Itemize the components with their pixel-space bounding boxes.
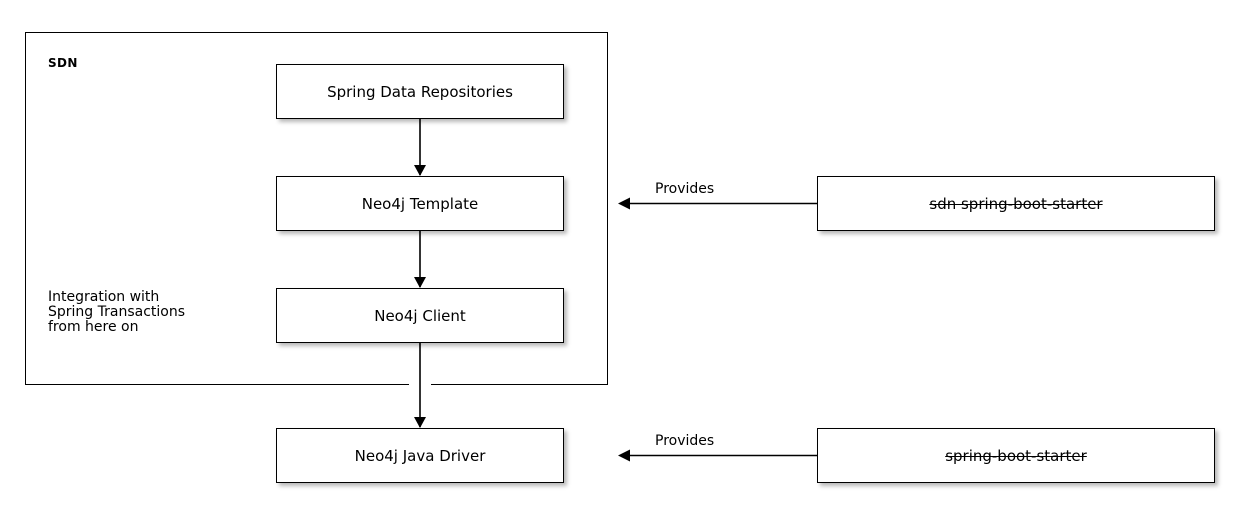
node-spring-boot-starter[interactable]: spring-boot-starter — [817, 428, 1215, 483]
arrowhead-client-to-driver — [414, 417, 426, 428]
node-label-neo4j-client: Neo4j Client — [374, 306, 466, 325]
node-spring-data-repositories[interactable]: Spring Data Repositories — [276, 64, 564, 119]
sdn-boundary-arrow-gap — [409, 382, 431, 388]
sdn-package-boundary — [25, 32, 608, 385]
sdn-package-label: SDN — [48, 56, 78, 70]
node-label-sdn-spring-boot-starter: sdn spring-boot-starter — [929, 194, 1103, 213]
edge-label-sdn-starter-provides-template: Provides — [655, 181, 715, 197]
node-label-neo4j-java-driver: Neo4j Java Driver — [354, 446, 486, 465]
node-neo4j-client[interactable]: Neo4j Client — [276, 288, 564, 343]
node-neo4j-template[interactable]: Neo4j Template — [276, 176, 564, 231]
integration-note-text: Integration with Spring Transactions fro… — [48, 289, 186, 335]
edge-label-starter-provides-driver: Provides — [655, 433, 715, 449]
node-label-spring-boot-starter: spring-boot-starter — [945, 446, 1087, 465]
node-neo4j-java-driver[interactable]: Neo4j Java Driver — [276, 428, 564, 483]
arrowhead-sdn-starter-provides-template — [618, 197, 630, 210]
node-label-neo4j-template: Neo4j Template — [361, 194, 479, 213]
node-label-spring-data-repositories: Spring Data Repositories — [327, 82, 513, 101]
arrowhead-starter-provides-driver — [618, 449, 630, 462]
node-sdn-spring-boot-starter[interactable]: sdn spring-boot-starter — [817, 176, 1215, 231]
